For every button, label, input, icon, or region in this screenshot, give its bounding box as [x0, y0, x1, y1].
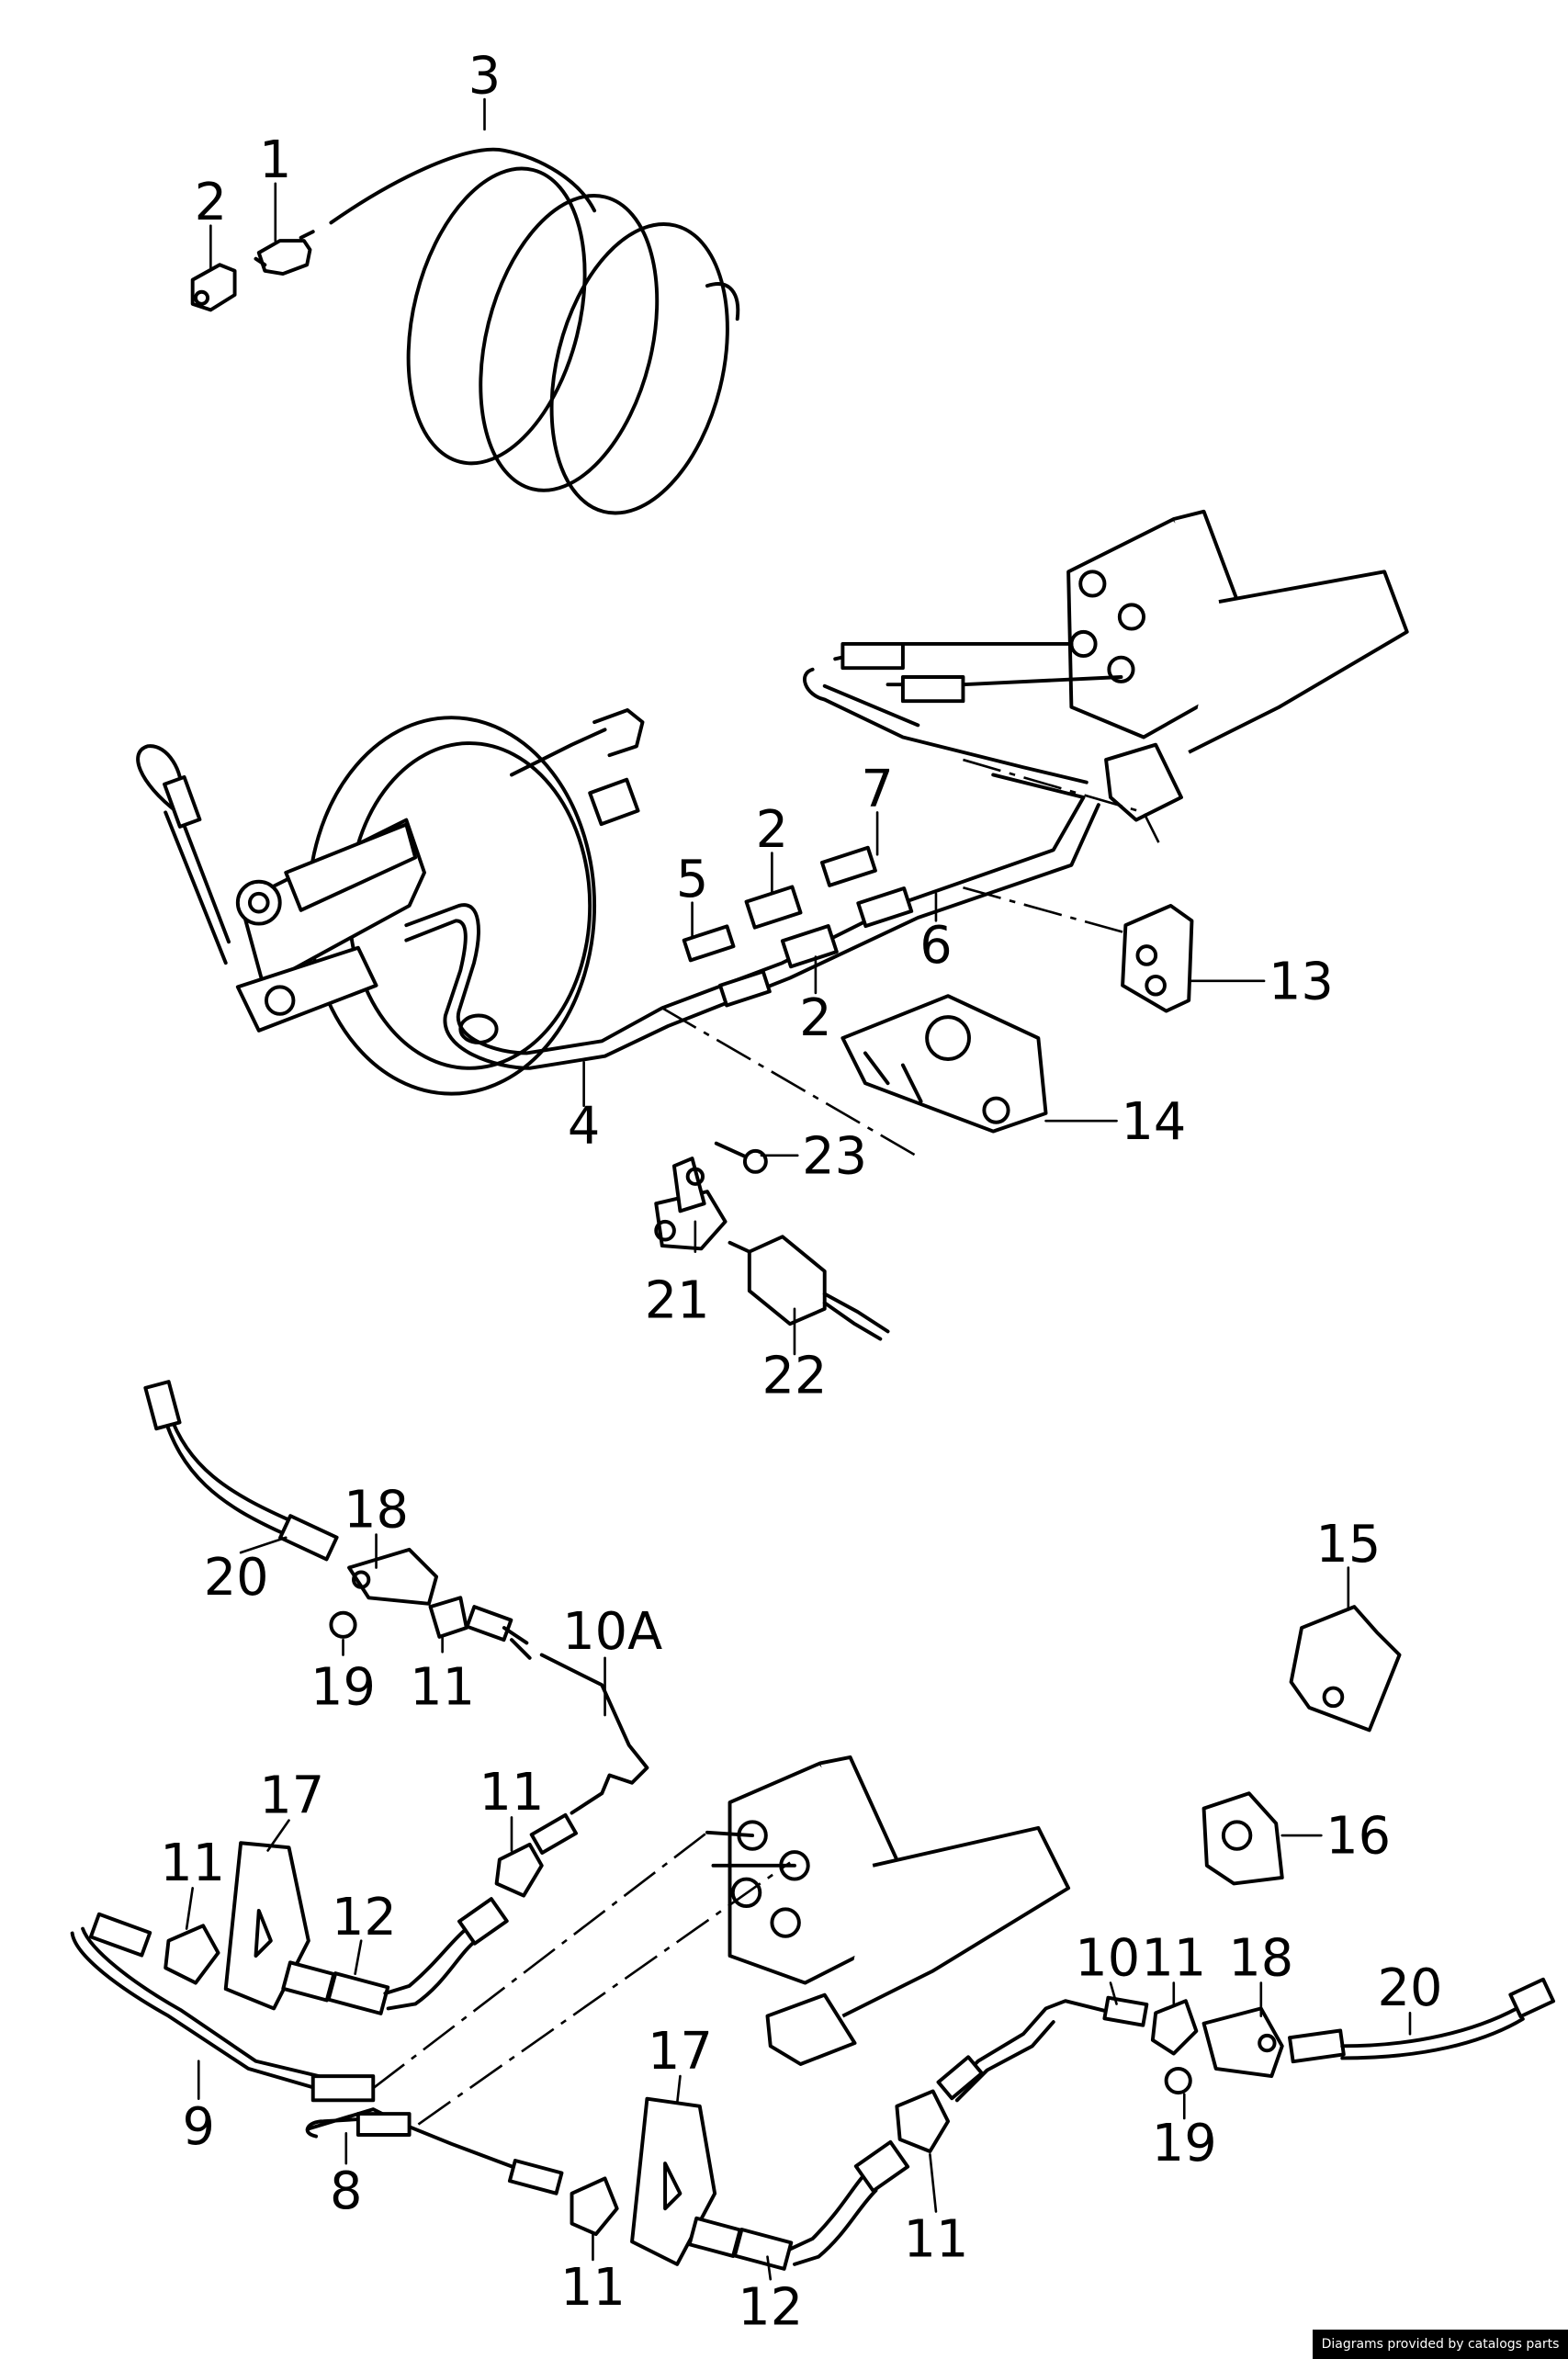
brake-hose-part-20-left	[143, 1380, 339, 1562]
callout-2-upper: 2	[756, 800, 788, 860]
leader-lines	[185, 97, 1412, 2281]
callout-20-right: 20	[1378, 1958, 1443, 2018]
pipe-union-part-2-upper	[744, 885, 803, 930]
callout-20-left: 20	[204, 1548, 269, 1608]
bracket-part-18-right	[1201, 2006, 1284, 2079]
pipe-union-part-5	[682, 924, 736, 963]
tee-piece-part-21	[654, 1157, 728, 1251]
callout-23: 23	[802, 1126, 867, 1186]
clip-part-11-d	[507, 2159, 619, 2237]
brake-pipe-part-9	[70, 1831, 708, 2103]
pipe-union-part-7	[819, 845, 877, 887]
pipe-union-part-2-lower	[718, 924, 839, 1008]
callout-12-left: 12	[332, 1888, 397, 1947]
callout-11-f: 11	[904, 2210, 969, 2270]
callout-1: 1	[259, 130, 291, 190]
callout-19-left: 19	[310, 1658, 376, 1718]
callout-2-lower: 2	[799, 988, 831, 1048]
callout-7: 7	[861, 760, 893, 819]
clip-part-11-e	[895, 2089, 951, 2153]
clip-part-11-c	[164, 1924, 220, 1985]
callout-6: 6	[919, 916, 952, 976]
callout-10: 10	[1075, 1928, 1140, 1988]
callout-5: 5	[676, 850, 708, 909]
brake-pressure-regulator-upper	[833, 509, 1409, 843]
callout-13: 13	[1269, 952, 1334, 1011]
callout-21: 21	[645, 1271, 710, 1331]
bracket-part-15	[1289, 1605, 1402, 1733]
callout-16: 16	[1325, 1807, 1391, 1867]
brake-hose-part-12-right	[687, 2139, 910, 2271]
callout-15: 15	[1315, 1515, 1381, 1575]
callout-3: 3	[468, 47, 501, 107]
union-nut-part-2	[190, 263, 237, 312]
nut-part-19-right	[1164, 2066, 1192, 2095]
callout-10A: 10A	[562, 1602, 662, 1662]
callout-8: 8	[330, 2161, 362, 2221]
nut-part-19-left	[329, 1610, 357, 1639]
bracket-part-18-left	[347, 1547, 439, 1606]
brake-pipe-coil-part-3	[329, 147, 740, 515]
clip-part-11-a	[428, 1596, 468, 1639]
clip-part-11-b	[494, 1812, 578, 1898]
brake-pressure-regulator-lower	[705, 1755, 1071, 2066]
attribution-footer: Diagrams provided by catalogs parts	[1313, 2330, 1568, 2359]
union-screw-part-1	[254, 230, 315, 277]
callout-18-right: 18	[1228, 1928, 1293, 1988]
callout-2-top: 2	[195, 173, 227, 232]
callout-11-e: 11	[560, 2258, 626, 2318]
callout-18-left: 18	[344, 1480, 409, 1540]
brake-pipe-part-8	[305, 1861, 791, 2169]
master-cylinder	[235, 818, 426, 1033]
brake-pipes-upper	[136, 667, 1100, 1070]
clip-part-11-f	[1150, 1999, 1199, 2056]
brake-pipe-part-10	[936, 1995, 1149, 2103]
brake-booster	[306, 708, 645, 1096]
pipe-union-part-6	[856, 886, 914, 929]
clip-part-16	[1201, 1791, 1284, 1886]
bolt-part-23	[714, 1141, 768, 1174]
callout-12-right: 12	[738, 2277, 803, 2337]
callout-labels: 1 2 3 2 7 5 6 2 13 4 14 23 21 22 18 20 1…	[160, 47, 1442, 2338]
callout-17-left: 17	[259, 1766, 324, 1826]
bracket-part-14	[661, 994, 1048, 1160]
brake-hose-part-20-right	[1288, 1977, 1556, 2064]
callout-22: 22	[762, 1347, 828, 1406]
callout-19-right: 19	[1152, 2114, 1217, 2173]
brake-pipe-part-10A	[465, 1605, 649, 1815]
callout-11-d: 11	[1141, 1928, 1206, 1988]
callout-9: 9	[183, 2097, 215, 2157]
brake-hose-part-12-left	[281, 1897, 509, 2015]
callout-4: 4	[568, 1097, 600, 1157]
callout-11-c: 11	[160, 1834, 225, 1893]
brake-light-switch-part-22	[728, 1235, 890, 1341]
callout-17-right: 17	[648, 2022, 713, 2082]
callout-11-b: 11	[479, 1763, 545, 1823]
clip-part-13	[963, 886, 1194, 1013]
callout-14: 14	[1121, 1092, 1186, 1152]
callout-11-a: 11	[410, 1658, 475, 1718]
